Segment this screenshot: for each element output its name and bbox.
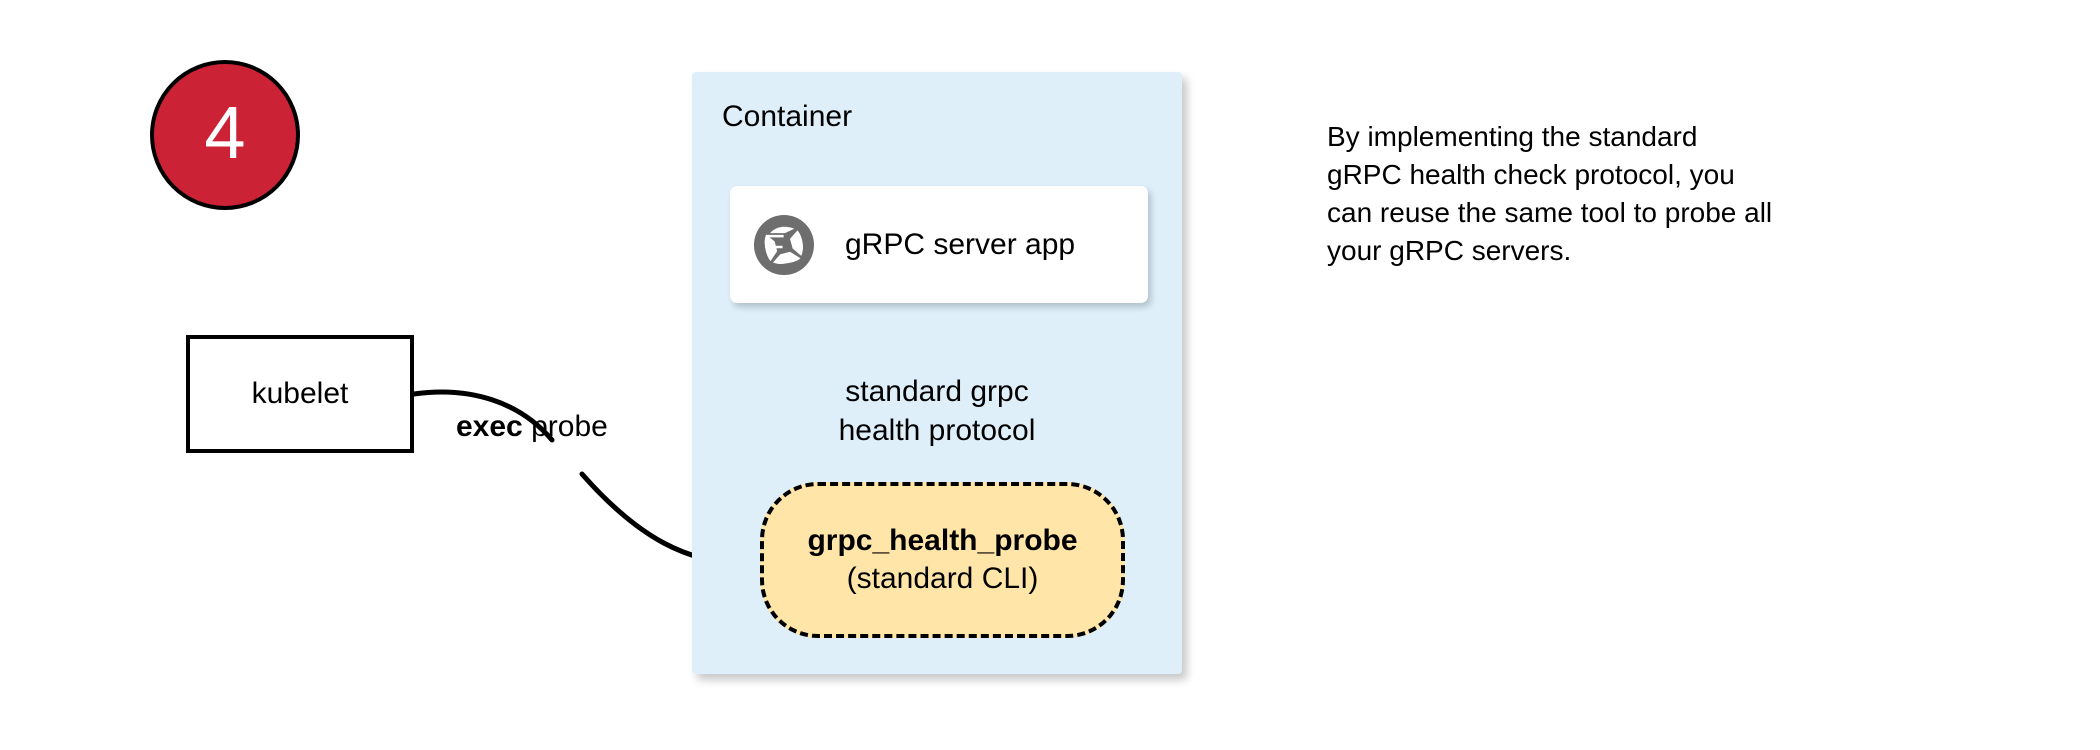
exec-probe-connector [411,389,555,443]
exec-probe-edge-label: exec probe [456,410,608,444]
grpc-health-probe-node: grpc_health_probe (standard CLI) [760,482,1125,638]
description-text: By implementing the standard gRPC health… [1327,121,1773,266]
grpc-health-probe-subtitle: (standard CLI) [846,562,1039,595]
health-protocol-edge-label: standard grpc health protocol [838,375,1036,447]
step-number-badge: 4 [150,60,300,210]
grpc-server-app-label: gRPC server app [845,227,1076,261]
aperture-icon [753,214,815,275]
step-number-text: 4 [204,91,246,174]
exec-probe-edge-label-rest: probe [522,410,608,443]
exec-probe-edge-label-bold: exec [456,410,523,443]
container-label: Container [722,100,853,133]
grpc-server-app-card: gRPC server app [730,186,1148,303]
grpc-health-probe-title: grpc_health_probe [807,524,1078,557]
kubelet-label: kubelet [251,377,349,410]
kubelet-box: kubelet [186,335,414,453]
